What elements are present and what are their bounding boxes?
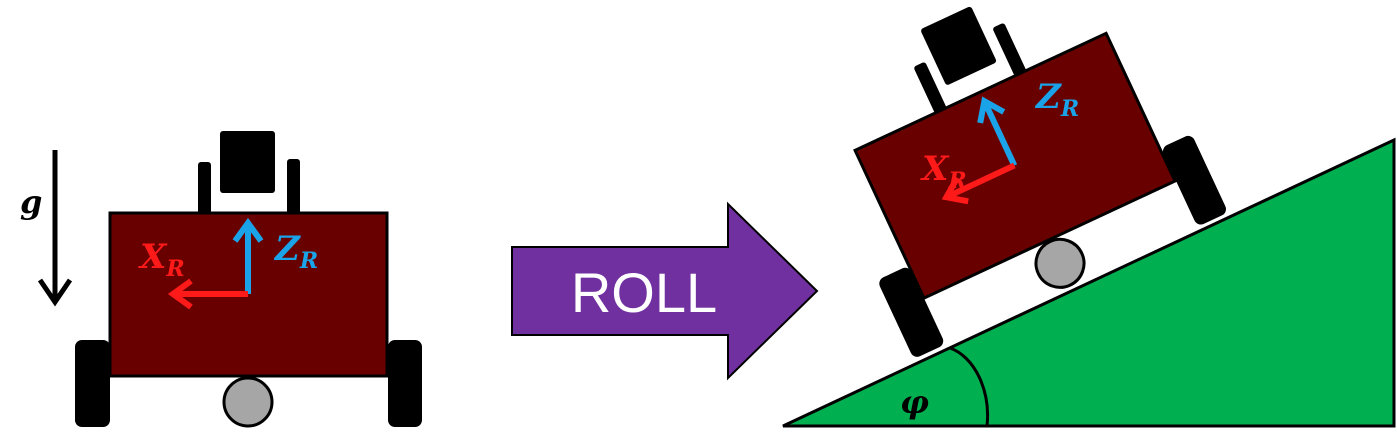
tilted-z-axis-arrow-shaft [983,104,1018,167]
tilted-robot-left-arm [914,62,947,114]
tilted-x-axis-label: XR [920,149,967,194]
robot-left-arm [198,162,211,214]
z-axis-label: ZR [273,229,318,274]
robot-tilted [853,6,1226,357]
robot-upright: ZR XR [75,131,422,428]
gravity-label: g [20,183,42,221]
roll-arrow-shape [511,201,819,381]
robot-right-wheel [388,340,422,427]
robot-right-arm [287,159,300,214]
roll-arrow: ROLL [511,201,819,381]
tilted-z-axis-arrow-head [977,96,1006,124]
gravity-indicator: g [20,150,73,307]
z-axis-arrow-head [232,217,264,243]
tilted-robot-left-wheel [879,267,944,357]
tilted-robot-body [853,31,1177,301]
tilted-x-axis-arrow-shaft [949,162,1016,198]
roll-angle-label: φ [900,383,929,421]
tilted-robot-head [921,6,997,85]
tilted-robot-right-wheel [1162,135,1226,225]
roll-arrow-label: ROLL [571,261,717,324]
robot-left-wheel [75,340,110,427]
roll-angle-arc [949,346,989,427]
tilted-robot-caster-wheel [1034,237,1086,289]
ramp-triangle [782,137,1396,428]
robot-head [220,131,275,193]
tilted-z-axis-label: ZR [1034,77,1079,122]
x-axis-arrow-head [167,278,193,310]
gravity-arrow-head [37,278,73,307]
tilted-robot-right-arm [993,23,1026,76]
x-axis-label: XR [138,237,185,282]
robot-caster-wheel [222,376,274,428]
ramp: φ [782,137,1396,428]
tilted-x-axis-arrow-head [941,176,969,205]
